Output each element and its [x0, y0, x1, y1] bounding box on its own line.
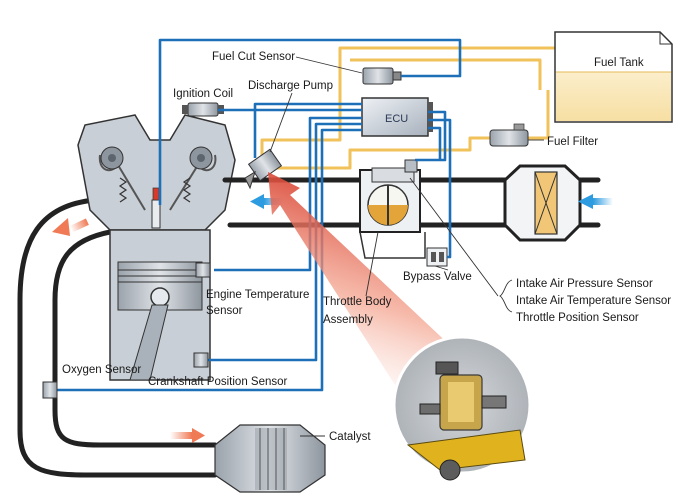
discharge-pump-photo [392, 335, 532, 481]
ignition-coil-device [182, 102, 224, 117]
exhaust-flow-arrow-bottom [170, 428, 205, 443]
label-fuel-tank: Fuel Tank [594, 57, 644, 69]
intake-flow-arrow-outer [578, 194, 613, 209]
bypass-valve [426, 247, 448, 267]
label-intake-air-pressure: Intake Air Pressure Sensor [516, 278, 653, 290]
label-fuel-filter: Fuel Filter [547, 136, 598, 148]
crankshaft-position-sensor-device [193, 352, 209, 368]
label-oxygen-sensor: Oxygen Sensor [62, 364, 141, 376]
label-ignition-coil: Ignition Coil [173, 88, 233, 100]
air-filter-box [503, 164, 582, 242]
engine-cylinder-block [109, 229, 211, 381]
leader-lines [269, 56, 544, 437]
label-crankshaft-position: Crankshaft Position Sensor [148, 376, 288, 388]
label-throttle-body-line2: Assembly [323, 314, 373, 326]
ecu-label: ECU [385, 113, 408, 125]
oxygen-sensor-device [42, 381, 58, 399]
discharge-pump-injector [244, 148, 283, 190]
label-throttle-body-line1: Throttle Body [323, 296, 392, 308]
engine-temperature-sensor-device [195, 262, 211, 278]
label-bypass-valve: Bypass Valve [403, 271, 472, 283]
label-throttle-position: Throttle Position Sensor [516, 312, 639, 324]
fuel-lines [260, 46, 555, 170]
exhaust-pipe-outer [17, 197, 218, 478]
label-fuel-cut-sensor: Fuel Cut Sensor [212, 51, 295, 63]
label-discharge-pump: Discharge Pump [248, 80, 333, 92]
label-catalyst: Catalyst [329, 431, 371, 443]
exhaust-flow-arrow-top [52, 218, 89, 236]
exhaust-pipe-inner [52, 229, 218, 448]
catalyst-converter [214, 424, 326, 493]
fuel-cut-sensor-device [362, 67, 402, 85]
label-intake-air-temperature: Intake Air Temperature Sensor [516, 295, 671, 307]
highlight-arrow [268, 172, 455, 385]
fuel-filter [489, 123, 529, 147]
throttle-body [359, 159, 426, 259]
ecu-box: ECU [361, 97, 433, 137]
engine-cylinder-head [77, 114, 236, 231]
label-engine-temperature-line1: Engine Temperature [206, 289, 309, 301]
label-engine-temperature-line2: Sensor [206, 305, 243, 317]
fuel-tank [554, 31, 673, 123]
signal-wires [50, 38, 462, 392]
